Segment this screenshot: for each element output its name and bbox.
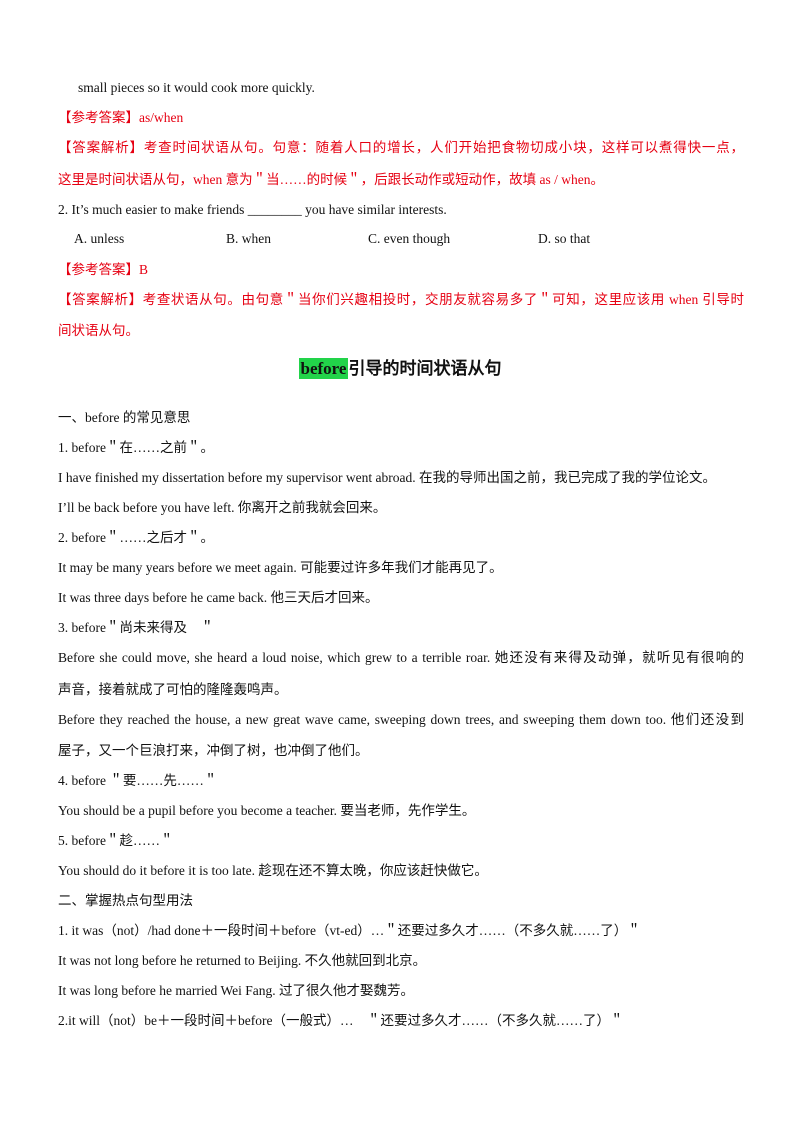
meaning-2: 2. before＂……之后才＂。 <box>58 530 214 545</box>
answer-analysis-2-line-2: 间状语从句。 <box>58 323 139 338</box>
example-6-line-2: 屋子，又一个巨浪打来，冲倒了树，也冲倒了他们。 <box>58 743 369 758</box>
option-c: C. even though <box>368 231 451 246</box>
answer-analysis-2-line-1: 【答案解析】考查状语从句。由句意＂当你们兴趣相投时，交朋友就容易多了＂可知，这里… <box>58 292 744 307</box>
example-2: I’ll be back before you have left. 你离开之前… <box>58 500 387 515</box>
meaning-4: 4. before ＂要……先……＂ <box>58 773 218 788</box>
meaning-5: 5. before＂趁……＂ <box>58 833 174 848</box>
example-5-line-1: Before she could move, she heard a loud … <box>58 650 744 665</box>
answer-analysis-1-line-1: 【答案解析】考查时间状语从句。句意：随着人口的增长，人们开始把食物切成小块，这样… <box>58 140 744 155</box>
option-a: A. unless <box>74 231 125 246</box>
reference-answer-1: 【参考答案】as/when <box>58 110 184 125</box>
question-text-continuation: small pieces so it would cook more quick… <box>78 80 315 95</box>
example-10: It was long before he married Wei Fang. … <box>58 983 414 998</box>
question-2-options: A. unless B. when C. even though D. so t… <box>58 229 744 249</box>
heading-sentence-patterns: 二、掌握热点句型用法 <box>58 893 193 908</box>
reference-answer-2: 【参考答案】B <box>58 262 149 277</box>
pattern-1: 1. it was（not）/had done＋一段时间＋before（vt-e… <box>58 923 641 938</box>
option-b: B. when <box>226 231 271 246</box>
meaning-1: 1. before＂在……之前＂。 <box>58 440 214 455</box>
example-7: You should be a pupil before you become … <box>58 803 476 818</box>
example-4: It was three days before he came back. 他… <box>58 590 379 605</box>
question-2: 2. It’s much easier to make friends ____… <box>58 202 447 217</box>
example-3: It may be many years before we meet agai… <box>58 560 503 575</box>
example-8: You should do it before it is too late. … <box>58 863 488 878</box>
section-title-rest: 引导的时间状语从句 <box>348 359 502 378</box>
answer-analysis-1-line-2: 这里是时间状语从句，when 意为＂当……的时候＂，后跟长动作或短动作，故填 a… <box>58 172 604 187</box>
meaning-3: 3. before＂尚未来得及 ＂ <box>58 620 214 635</box>
example-1: I have finished my dissertation before m… <box>58 470 717 485</box>
heading-common-meanings: 一、before 的常见意思 <box>58 410 191 425</box>
example-6-line-1: Before they reached the house, a new gre… <box>58 712 744 727</box>
example-9: It was not long before he returned to Be… <box>58 953 427 968</box>
section-title-highlight: before <box>298 358 349 379</box>
pattern-2: 2.it will（not）be＋一段时间＋before（一般式）… ＂还要过多… <box>58 1013 624 1028</box>
example-5-line-2: 声音，接着就成了可怕的隆隆轰鸣声。 <box>58 682 288 697</box>
option-d: D. so that <box>538 231 591 246</box>
